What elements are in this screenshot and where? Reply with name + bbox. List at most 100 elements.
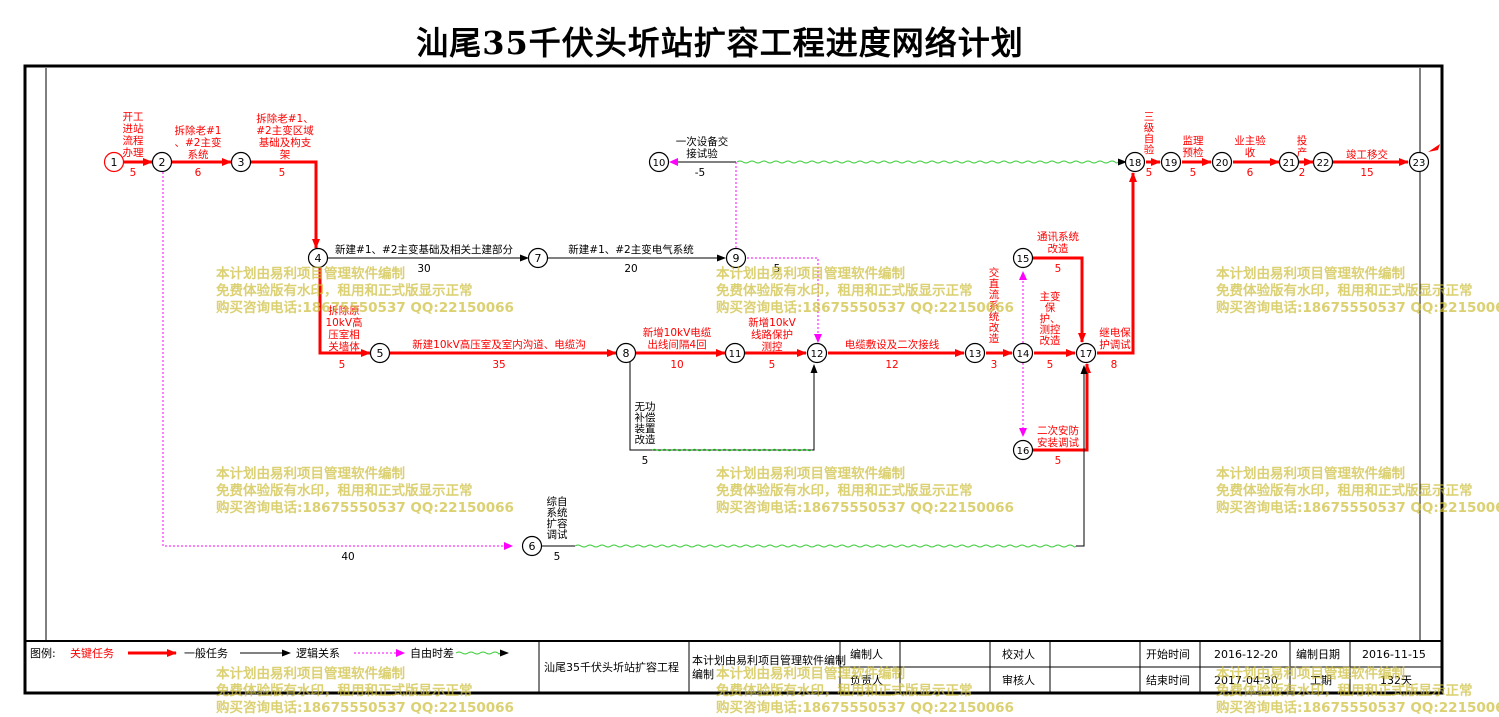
task-duration: 40 bbox=[341, 551, 354, 563]
network-node: 16 bbox=[1012, 439, 1034, 461]
float-6-17 bbox=[574, 544, 1077, 548]
task-label-line: 开工 bbox=[123, 111, 144, 123]
task-label-line: 一次设备交 bbox=[676, 135, 729, 148]
task-label: 电缆敷设及二次接线 bbox=[845, 338, 940, 351]
task-duration: 8 bbox=[1111, 359, 1118, 371]
node-number: 10 bbox=[653, 158, 666, 169]
task-duration: 6 bbox=[1247, 167, 1254, 179]
task-duration: 5 bbox=[1047, 359, 1054, 371]
node-number: 12 bbox=[811, 349, 824, 360]
network-node: 1 bbox=[103, 151, 125, 173]
legend: 图例: 关键任务 一般任务 逻辑关系 自由时差 bbox=[30, 646, 509, 660]
corner-flag-icon bbox=[1428, 144, 1440, 152]
logic-2-6 bbox=[162, 172, 513, 550]
network-node: 14 bbox=[1012, 342, 1034, 364]
label-layer: 开工进站流程办理5拆除老#1、#2主变系统6拆除老#1、#2主变区域基础及构支架… bbox=[123, 111, 1389, 563]
task-label-line: 调试 bbox=[547, 529, 568, 541]
legend-logic-label: 逻辑关系 bbox=[296, 646, 340, 660]
task-t4-7: 新建#1、#2主变基础及相关土建部分 30 bbox=[335, 243, 513, 275]
task-label-vertical: 交直流系统改造 bbox=[989, 266, 1000, 345]
task-duration: 30 bbox=[417, 263, 430, 275]
task-duration: 5 bbox=[1146, 167, 1153, 179]
footer-reviewed-by-label: 审核人 bbox=[1002, 673, 1035, 687]
node-number: 1 bbox=[111, 156, 118, 169]
footer-software-note-2: 编制 bbox=[692, 667, 714, 681]
task-t2-6: 40 bbox=[341, 551, 354, 563]
network-node: 3 bbox=[230, 151, 252, 173]
network-node: 23 bbox=[1408, 151, 1430, 173]
task-label-line: 投 bbox=[1297, 134, 1308, 147]
edge-4-5 bbox=[318, 266, 371, 357]
network-node: 12 bbox=[806, 342, 828, 364]
task-label: 新建#1、#2主变电气系统 bbox=[568, 243, 694, 256]
task-duration: 10 bbox=[670, 359, 683, 371]
task-duration: 5 bbox=[642, 455, 649, 467]
task-duration: -5 bbox=[695, 167, 705, 179]
footer-duration-label: 工期 bbox=[1310, 674, 1332, 687]
task-label-vertical: 三级自验 bbox=[1144, 111, 1155, 156]
task-label-line: 测控 bbox=[762, 340, 783, 353]
task-label-line: 、#2主变 bbox=[175, 136, 222, 149]
task-duration: 35 bbox=[492, 359, 505, 371]
task-label-line: 护、 bbox=[1040, 312, 1061, 325]
network-node: 10 bbox=[648, 151, 670, 173]
node-number: 11 bbox=[729, 349, 742, 360]
task-label-line: 安装调试 bbox=[1037, 436, 1079, 449]
task-duration: 5 bbox=[1055, 263, 1062, 275]
footer-start-value: 2016-12-20 bbox=[1214, 648, 1278, 661]
task-label-line: 基础及构支 bbox=[259, 136, 312, 149]
float-8-12 bbox=[651, 448, 813, 452]
footer-project: 汕尾35千伏头圻站扩容工程 bbox=[544, 660, 679, 674]
task-label-line: 压室相 bbox=[328, 328, 360, 341]
node-number: 22 bbox=[1317, 158, 1330, 169]
task-label: 竣工移交 bbox=[1346, 148, 1388, 161]
footer-end-value: 2017-04-30 bbox=[1214, 674, 1278, 687]
footer-duration-value: 132天 bbox=[1380, 674, 1412, 687]
node-number: 18 bbox=[1129, 158, 1142, 169]
edge-3-4 bbox=[251, 160, 320, 249]
footer-table bbox=[538, 641, 1442, 693]
task-duration: 6 bbox=[195, 167, 202, 179]
task-label-line: 新增10kV bbox=[748, 316, 796, 329]
task-label-line: 系统 bbox=[188, 148, 209, 161]
task-label-line: 线路保护 bbox=[751, 328, 793, 341]
task-label-line: 拆除原 bbox=[328, 304, 360, 317]
task-label-line: 改造 bbox=[1048, 242, 1070, 255]
network-node: 8 bbox=[615, 342, 637, 364]
network-node: 9 bbox=[725, 247, 747, 269]
task-t18-19: 三级自验 5 bbox=[1144, 111, 1155, 179]
node-number: 9 bbox=[733, 252, 740, 265]
task-label-line: 系统 bbox=[547, 506, 568, 519]
task-label-line: 二次安防 bbox=[1037, 424, 1079, 437]
task-duration: 5 bbox=[1055, 455, 1062, 467]
network-node: 21 bbox=[1278, 151, 1300, 173]
legend-normal-label: 一般任务 bbox=[184, 647, 228, 660]
node-number: 6 bbox=[529, 540, 536, 553]
legend-critical-label: 关键任务 bbox=[70, 646, 114, 660]
node-number: 16 bbox=[1017, 446, 1030, 457]
network-node: 15 bbox=[1012, 247, 1034, 269]
task-label-line: 收 bbox=[1245, 146, 1256, 159]
footer-prepared-by-label: 编制人 bbox=[850, 647, 883, 661]
outer-frame bbox=[23, 64, 1444, 695]
task-duration: 5 bbox=[1190, 167, 1197, 179]
task-label: 新建#1、#2主变基础及相关土建部分 bbox=[335, 243, 513, 256]
node-number: 13 bbox=[969, 349, 982, 360]
task-label-line: 补偿 bbox=[635, 411, 656, 424]
task-label-line: 接试验 bbox=[686, 147, 718, 160]
task-label-line: 出线间隔4回 bbox=[647, 338, 706, 351]
task-duration: 5 bbox=[774, 263, 781, 275]
task-duration: 5 bbox=[554, 551, 561, 563]
